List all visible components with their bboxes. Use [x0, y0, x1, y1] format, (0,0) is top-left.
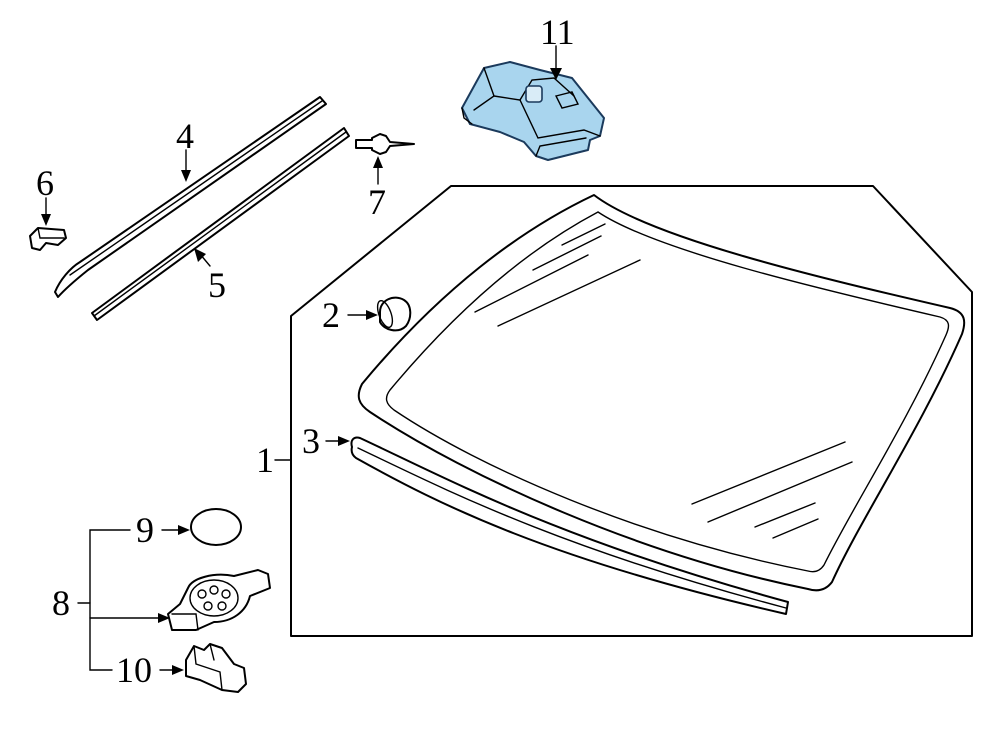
windshield-group-frame — [290, 185, 973, 637]
callout-2: 2 — [322, 295, 340, 335]
callout-8: 8 — [52, 583, 70, 623]
callout-7: 7 — [368, 182, 386, 222]
upper-molding-strip[interactable] — [54, 96, 327, 298]
callout-1: 1 — [256, 440, 274, 480]
callout-3: 3 — [302, 421, 320, 461]
callout-6: 6 — [36, 163, 54, 203]
lower-molding-strip[interactable] — [91, 127, 350, 321]
gel-pad-part[interactable] — [190, 508, 242, 546]
clip-part[interactable] — [29, 227, 67, 251]
callout-9: 9 — [136, 510, 154, 550]
callout-4: 4 — [176, 116, 194, 156]
callout-5: 5 — [208, 265, 226, 305]
callout-11: 11 — [540, 12, 575, 52]
rain-sensor-part[interactable] — [167, 569, 271, 631]
camera-bracket-part[interactable] — [461, 61, 605, 161]
rivet-part[interactable] — [355, 133, 415, 155]
plug-part[interactable] — [375, 296, 412, 332]
bracket-part[interactable] — [185, 643, 247, 693]
lower-seal-strip[interactable] — [350, 436, 789, 615]
camera-bracket-body — [461, 61, 605, 161]
camera-lens — [525, 85, 543, 103]
callout-labels: 11 4 6 7 5 2 3 1 9 8 10 — [36, 12, 575, 690]
callout-10: 10 — [116, 650, 152, 690]
leader-lines — [41, 45, 562, 675]
windshield-glass[interactable] — [357, 194, 966, 592]
